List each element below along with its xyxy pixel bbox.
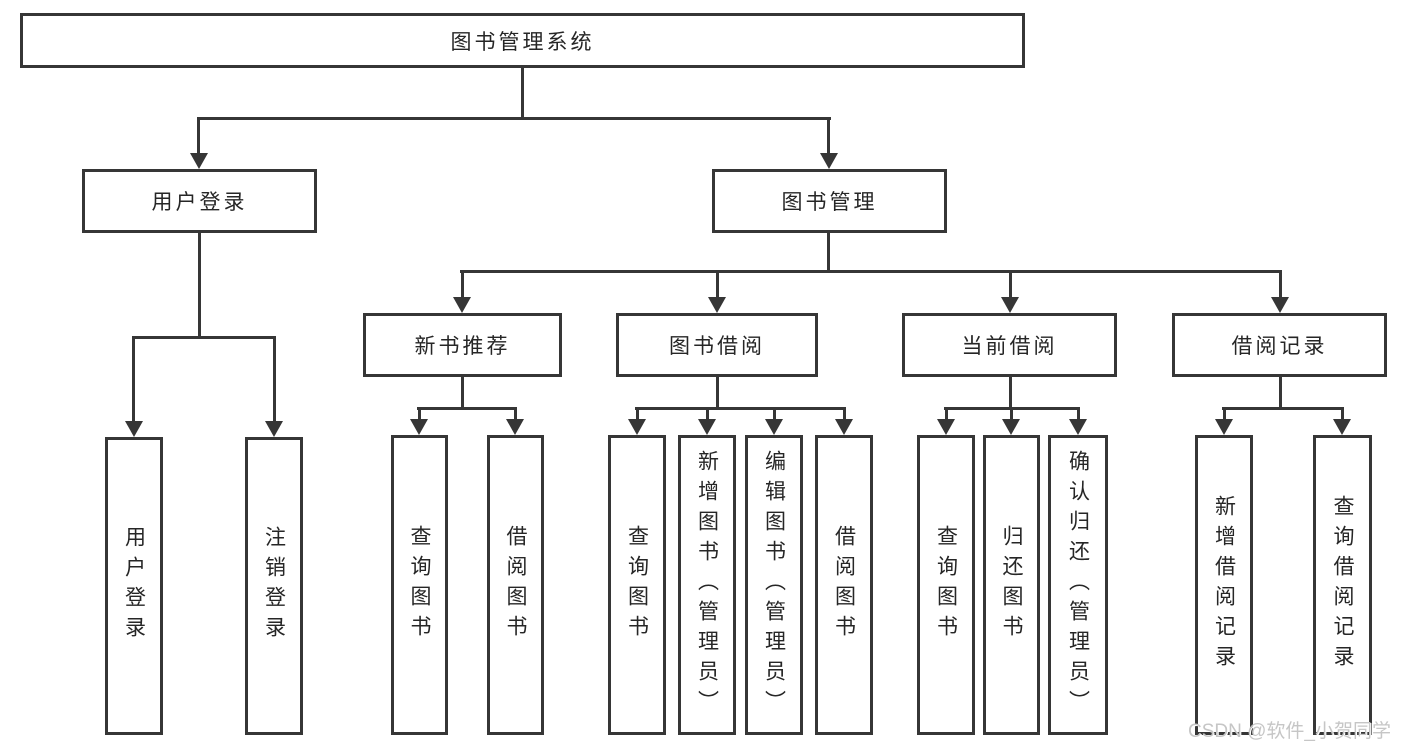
csdn-watermark: CSDN @软件_小贺同学: [1188, 721, 1391, 742]
leaf-edit-book-admin: 编辑图书（管理员）: [745, 435, 803, 735]
connector-newbook-stem: [461, 377, 464, 410]
leaf-logout: 注销登录: [245, 437, 303, 735]
node-current-borrow-label: 当前借阅: [961, 335, 1058, 358]
node-book-borrow: 图书借阅: [616, 313, 818, 377]
node-new-book-recommend: 新书推荐: [363, 313, 562, 377]
connector-userlogin-drop-1: [132, 339, 135, 421]
leaf-query-borrow-record: 查询借阅记录: [1313, 435, 1372, 735]
arrow-down-icon: [1069, 419, 1087, 435]
connector-bookmgmt-drop-4: [1279, 273, 1282, 297]
arrow-down-icon: [1271, 297, 1289, 313]
arrow-down-icon: [453, 297, 471, 313]
connector-root-bar: [197, 117, 831, 120]
connector-borrow-stem: [716, 377, 719, 410]
connector-newbook-bar: [417, 407, 517, 410]
connector-records-drop-2: [1341, 410, 1344, 419]
connector-bookmgmt-drop-2: [716, 273, 719, 297]
arrow-down-icon: [820, 153, 838, 169]
leaf-query-books-current: 查询图书: [917, 435, 975, 735]
connector-current-drop-2: [1010, 410, 1013, 419]
connector-borrow-drop-1: [636, 410, 639, 419]
leaf-confirm-return-admin-label: 确认归还（管理员）: [1066, 450, 1090, 720]
leaf-user-login-label: 用户登录: [122, 526, 146, 646]
connector-bookmgmt-drop-3: [1009, 273, 1012, 297]
leaf-add-borrow-record: 新增借阅记录: [1195, 435, 1253, 735]
arrow-down-icon: [190, 153, 208, 169]
connector-borrow-drop-4: [843, 410, 846, 419]
connector-current-drop-1: [945, 410, 948, 419]
node-root-label: 图书管理系统: [450, 30, 595, 54]
arrow-down-icon: [410, 419, 428, 435]
node-borrow-records: 借阅记录: [1172, 313, 1387, 377]
leaf-borrow-books-newbook: 借阅图书: [487, 435, 544, 735]
leaf-add-borrow-record-label: 新增借阅记录: [1212, 495, 1236, 675]
connector-userlogin-bar: [132, 336, 276, 339]
connector-records-stem: [1279, 377, 1282, 410]
node-user-login-label: 用户登录: [151, 191, 248, 214]
leaf-query-books-borrow-label: 查询图书: [625, 525, 649, 645]
connector-root-drop-left: [197, 117, 200, 155]
connector-userlogin-stem: [198, 233, 201, 339]
connector-newbook-drop-1: [418, 410, 421, 419]
leaf-query-books-current-label: 查询图书: [934, 525, 958, 645]
node-book-management: 图书管理: [712, 169, 947, 233]
node-new-book-recommend-label: 新书推荐: [414, 335, 511, 358]
connector-bookmgmt-stem: [827, 233, 830, 273]
arrow-down-icon: [1333, 419, 1351, 435]
leaf-query-books-newbook-label: 查询图书: [408, 525, 431, 645]
connector-current-drop-3: [1077, 410, 1080, 419]
arrow-down-icon: [698, 419, 716, 435]
connector-records-drop-1: [1223, 410, 1226, 419]
arrow-down-icon: [1001, 297, 1019, 313]
arrow-down-icon: [1002, 419, 1020, 435]
leaf-borrow-books-newbook-label: 借阅图书: [504, 525, 527, 645]
connector-current-bar: [944, 407, 1080, 410]
leaf-query-books-newbook: 查询图书: [391, 435, 448, 735]
leaf-add-book-admin-label: 新增图书（管理员）: [695, 450, 719, 720]
connector-bookmgmt-drop-1: [461, 273, 464, 297]
node-current-borrow: 当前借阅: [902, 313, 1117, 377]
arrow-down-icon: [937, 419, 955, 435]
node-user-login: 用户登录: [82, 169, 317, 233]
connector-borrow-drop-2: [706, 410, 709, 419]
connector-borrow-bar: [635, 407, 846, 410]
arrow-down-icon: [765, 419, 783, 435]
connector-current-stem: [1009, 377, 1012, 410]
leaf-borrow-books-borrow: 借阅图书: [815, 435, 873, 735]
leaf-user-login: 用户登录: [105, 437, 163, 735]
connector-root-stem: [521, 68, 524, 117]
leaf-confirm-return-admin: 确认归还（管理员）: [1048, 435, 1108, 735]
leaf-add-book-admin: 新增图书（管理员）: [678, 435, 736, 735]
leaf-logout-label: 注销登录: [262, 526, 286, 646]
node-book-borrow-label: 图书借阅: [669, 335, 765, 358]
arrow-down-icon: [628, 419, 646, 435]
leaf-query-books-borrow: 查询图书: [608, 435, 666, 735]
leaf-return-book-label: 归还图书: [1000, 525, 1023, 645]
connector-newbook-drop-2: [514, 410, 517, 419]
node-borrow-records-label: 借阅记录: [1231, 335, 1328, 358]
leaf-return-book: 归还图书: [983, 435, 1040, 735]
arrow-down-icon: [835, 419, 853, 435]
connector-records-bar: [1222, 407, 1344, 410]
arrow-down-icon: [506, 419, 524, 435]
arrow-down-icon: [265, 421, 283, 437]
connector-userlogin-drop-2: [273, 339, 276, 421]
leaf-edit-book-admin-label: 编辑图书（管理员）: [762, 450, 786, 720]
node-book-management-label: 图书管理: [781, 191, 878, 214]
arrow-down-icon: [1215, 419, 1233, 435]
arrow-down-icon: [708, 297, 726, 313]
leaf-borrow-books-borrow-label: 借阅图书: [832, 525, 856, 645]
connector-root-drop-right: [827, 117, 830, 155]
node-root: 图书管理系统: [20, 13, 1025, 68]
connector-bookmgmt-bar: [460, 270, 1282, 273]
arrow-down-icon: [125, 421, 143, 437]
connector-borrow-drop-3: [773, 410, 776, 419]
leaf-query-borrow-record-label: 查询借阅记录: [1331, 495, 1354, 675]
